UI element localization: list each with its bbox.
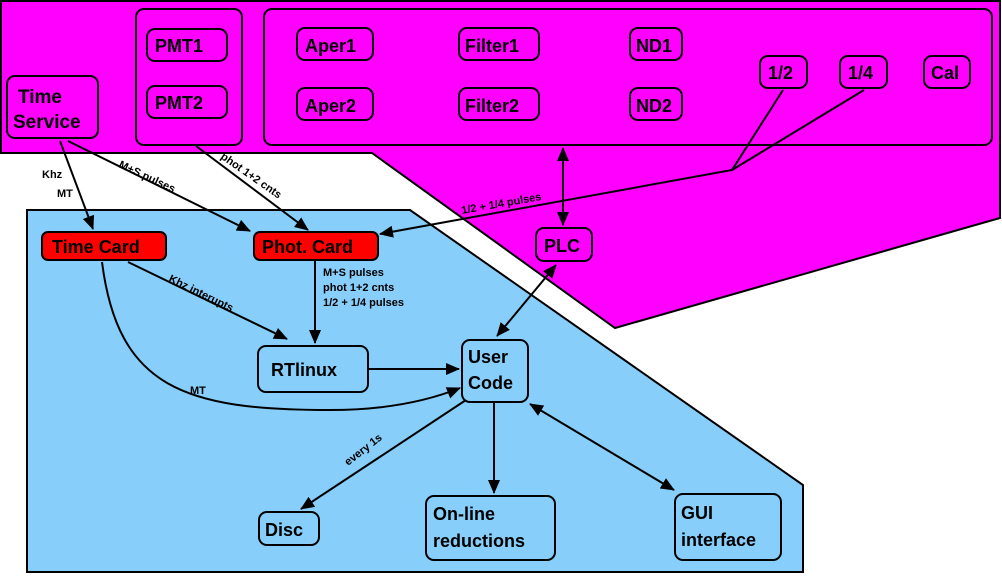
gui-interface-label-1: GUI	[681, 503, 713, 523]
cal-label: Cal	[931, 63, 959, 83]
pmt-group	[135, 8, 243, 146]
card-output-label-2: phot 1+2 cnts	[323, 282, 394, 294]
filter2-label: Filter2	[465, 96, 519, 116]
plc-box	[535, 227, 593, 262]
user-code-label-2: Code	[468, 373, 513, 393]
optics-group	[263, 8, 993, 146]
time-service-label-2: Service	[13, 112, 81, 133]
phot-card-box	[253, 231, 379, 261]
mt-top-label: MT	[57, 188, 73, 200]
rtlinux-label: RTlinux	[271, 360, 337, 380]
aper1-box	[296, 27, 374, 61]
nd1-box	[629, 27, 683, 61]
gui-interface-label-2: interface	[681, 530, 756, 550]
aper2-box	[296, 87, 374, 121]
time-service-label-1: Time	[18, 87, 62, 108]
phot-counts-label: phot 1+2 cnts	[218, 151, 283, 202]
user-code-gui-link	[529, 403, 675, 491]
user-code-to-disc-arrow	[300, 399, 467, 510]
time-card-box	[41, 231, 167, 261]
plc-user-code-link	[496, 264, 557, 337]
pmt2-label: PMT2	[155, 93, 203, 113]
quarter-label: 1/4	[848, 63, 873, 83]
telescope-region	[0, 0, 1001, 330]
aper1-label: Aper1	[305, 36, 356, 56]
filter2-box	[458, 87, 540, 121]
phot-card-label: Phot. Card	[262, 237, 353, 257]
ms-pulses-arrow	[67, 140, 251, 232]
online-reductions-label-1: On-line	[433, 504, 495, 524]
nd2-box	[629, 87, 683, 121]
khz-interrupts-arrow	[127, 261, 288, 340]
plc-label: PLC	[544, 236, 580, 256]
aper2-label: Aper2	[305, 96, 356, 116]
mt-arrow	[101, 261, 461, 412]
pmt1-box	[146, 28, 228, 62]
khz-label: Khz	[42, 169, 63, 181]
filter1-label: Filter1	[465, 36, 519, 56]
time-service-to-time-card-arrow	[59, 140, 95, 230]
user-code-label-1: User	[468, 347, 508, 367]
card-output-label-3: 1/2 + 1/4 pulses	[323, 297, 404, 309]
pmt1-label: PMT1	[155, 36, 203, 56]
online-reductions-label-2: reductions	[433, 531, 525, 551]
half-box	[759, 55, 808, 89]
rtlinux-box	[257, 345, 369, 393]
half-label: 1/2	[768, 63, 793, 83]
time-service-box	[6, 75, 99, 139]
disc-label: Disc	[265, 520, 303, 540]
time-card-label: Time Card	[52, 237, 140, 257]
online-reductions-box	[425, 495, 556, 561]
filter1-box	[458, 27, 540, 61]
quarter-box	[839, 55, 888, 89]
nd1-label: ND1	[636, 36, 672, 56]
quarter-pulse-wire	[731, 89, 865, 171]
mt-bottom-label: MT	[190, 385, 206, 397]
ms-pulses-label: M+S pulses	[117, 159, 177, 196]
pmt2-box	[146, 85, 228, 119]
phot-counts-arrow	[195, 145, 309, 231]
cal-box	[923, 55, 971, 89]
card-output-label-1: M+S pulses	[323, 267, 384, 279]
gui-interface-box	[674, 493, 782, 561]
nd2-label: ND2	[636, 96, 672, 116]
disc-box	[258, 511, 320, 546]
